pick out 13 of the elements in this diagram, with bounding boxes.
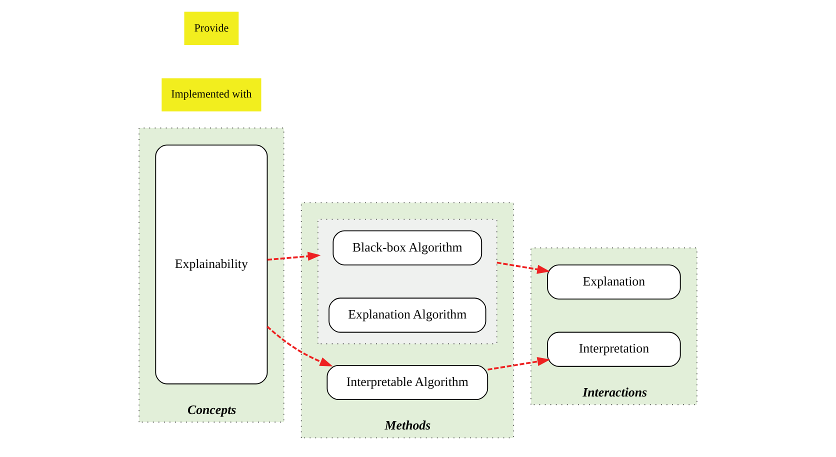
cluster (318, 218, 498, 344)
node-box: Explainability (155, 144, 268, 384)
node-box: Explanation Algorithm (328, 298, 486, 333)
arrow (266, 326, 333, 366)
node-box: Interpretable Algorithm (326, 364, 488, 400)
arrow (496, 262, 550, 274)
node-box: Interpretation (547, 332, 681, 367)
node-box: Explanation (547, 264, 681, 300)
label: Implemented with (171, 88, 252, 101)
arrow (488, 357, 550, 371)
node-box: Black-box Algorithm (332, 230, 482, 266)
arrow (267, 252, 321, 261)
label: Provide (194, 22, 229, 34)
